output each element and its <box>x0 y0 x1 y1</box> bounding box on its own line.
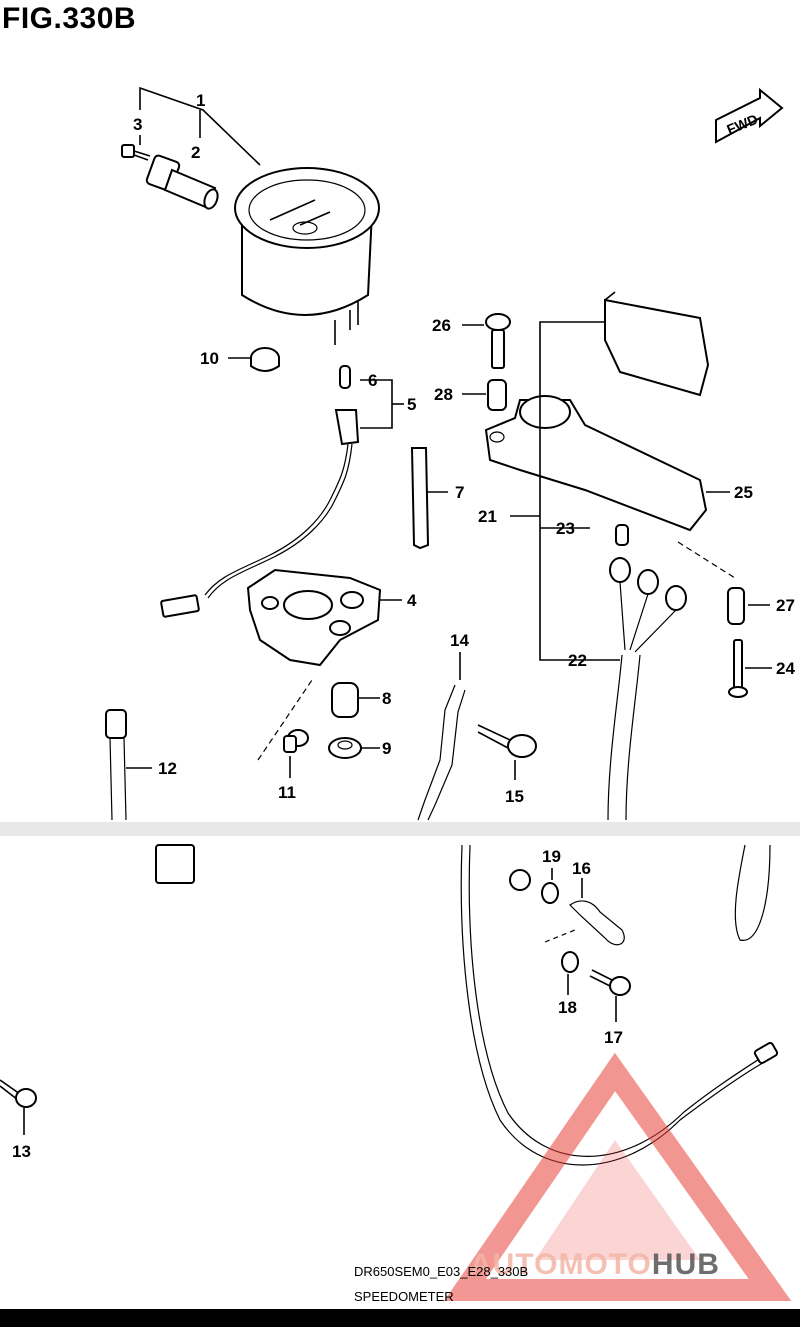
callout-17: 17 <box>604 1028 623 1047</box>
bottom-bar <box>0 1309 800 1327</box>
callout-28: 28 <box>434 385 453 404</box>
callout-4: 4 <box>407 591 417 610</box>
callout-13: 13 <box>12 1142 31 1161</box>
callout-26: 26 <box>432 316 451 335</box>
callout-8: 8 <box>382 689 391 708</box>
washer-18 <box>561 951 579 995</box>
callout-24: 24 <box>776 659 795 678</box>
rubber-cap-10 <box>228 347 280 372</box>
callout-16: 16 <box>572 859 591 878</box>
callout-10: 10 <box>200 349 219 368</box>
watermark-part2: HUB <box>651 1248 720 1281</box>
callout-6: 6 <box>368 371 377 390</box>
callout-9: 9 <box>382 739 391 758</box>
nut-washer-19 <box>509 868 559 904</box>
figure-name: SPEEDOMETER <box>354 1289 454 1304</box>
callout-2: 2 <box>191 143 200 162</box>
watermark-part1: AUTOMOTO <box>470 1248 652 1281</box>
grommet-8 <box>331 682 380 718</box>
speedometer-body <box>234 167 380 345</box>
callout-15: 15 <box>505 787 524 806</box>
callout-12: 12 <box>158 759 177 778</box>
clamp-16 <box>569 878 625 946</box>
watermark-text: AUTOMOTOHUB <box>470 1248 720 1282</box>
callout-25: 25 <box>734 483 753 502</box>
screw-17 <box>589 969 631 1022</box>
figure-title: FIG.330B <box>2 2 137 35</box>
figure-code: DR650SEM0_E03_E28_330B <box>354 1264 529 1279</box>
callout-1: 1 <box>196 91 205 110</box>
nut-9 <box>328 737 380 759</box>
callout-22: 22 <box>568 651 587 670</box>
cable-tie-7 <box>410 447 448 550</box>
watermark-logo <box>444 1052 792 1301</box>
meter-bracket-4 <box>246 568 402 667</box>
scan-artifact <box>0 822 800 836</box>
screw-3 <box>121 144 151 161</box>
callout-18: 18 <box>558 998 577 1017</box>
fwd-arrow-icon: FWD <box>715 87 784 144</box>
screw-13 <box>0 1079 37 1135</box>
screw-26 <box>462 313 511 369</box>
bolt-11 <box>283 729 309 778</box>
callout-27: 27 <box>776 596 795 615</box>
speedometer-cable-end <box>105 709 195 884</box>
bolt-15 <box>477 724 537 780</box>
screw-24 <box>728 639 772 698</box>
callout-21: 21 <box>478 507 497 526</box>
indicator-housing <box>484 291 730 532</box>
callout-3: 3 <box>133 115 142 134</box>
bulb-socket-wire <box>160 365 360 618</box>
reset-knob <box>145 154 219 210</box>
callout-7: 7 <box>455 483 464 502</box>
bulb-harness <box>607 524 687 821</box>
spacer-27 <box>727 587 770 625</box>
callout-19: 19 <box>542 847 561 866</box>
spacer-28 <box>462 379 507 411</box>
callout-14: 14 <box>450 631 469 650</box>
callout-23: 23 <box>556 519 575 538</box>
callout-11: 11 <box>278 783 296 802</box>
callout-5: 5 <box>407 395 416 414</box>
